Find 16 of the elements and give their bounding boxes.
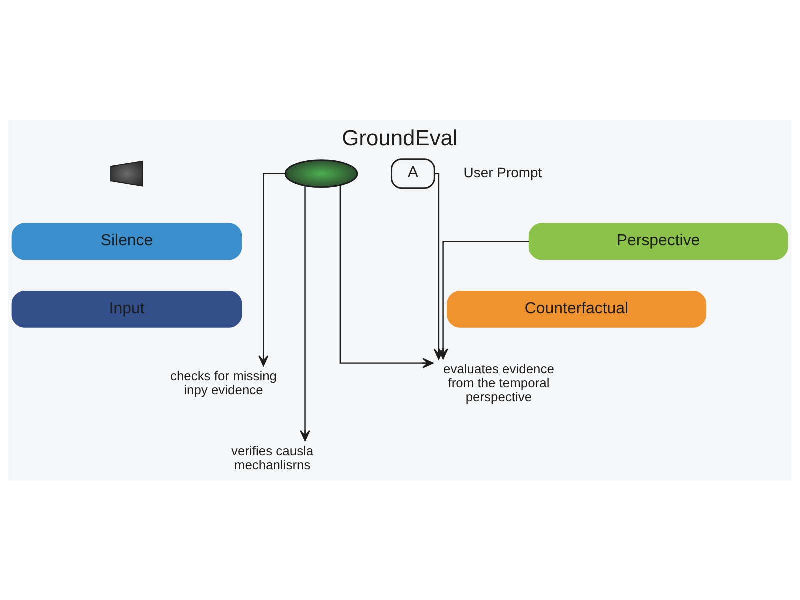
- node-text: checks for missing inpy evidence: [170, 368, 278, 398]
- node-box: Counterfactual: [447, 290, 706, 328]
- node-box: Perspective: [528, 222, 788, 260]
- arrow: [258, 172, 286, 366]
- node-text: evaluates evidence from the temporal perspective: [444, 361, 554, 404]
- arrow: [438, 240, 530, 360]
- arrow: [300, 186, 310, 441]
- node-text: verifies causla mechanlisrns: [232, 442, 314, 472]
- node-picture: [284, 159, 358, 188]
- diagram-title: GroundEval: [342, 125, 458, 150]
- node-picture: [110, 160, 144, 186]
- node-box: Silence: [12, 222, 242, 260]
- label: User Prompt: [464, 164, 542, 180]
- arrow: [340, 184, 434, 368]
- node-box: A: [391, 158, 436, 189]
- node-box: Input: [12, 290, 242, 328]
